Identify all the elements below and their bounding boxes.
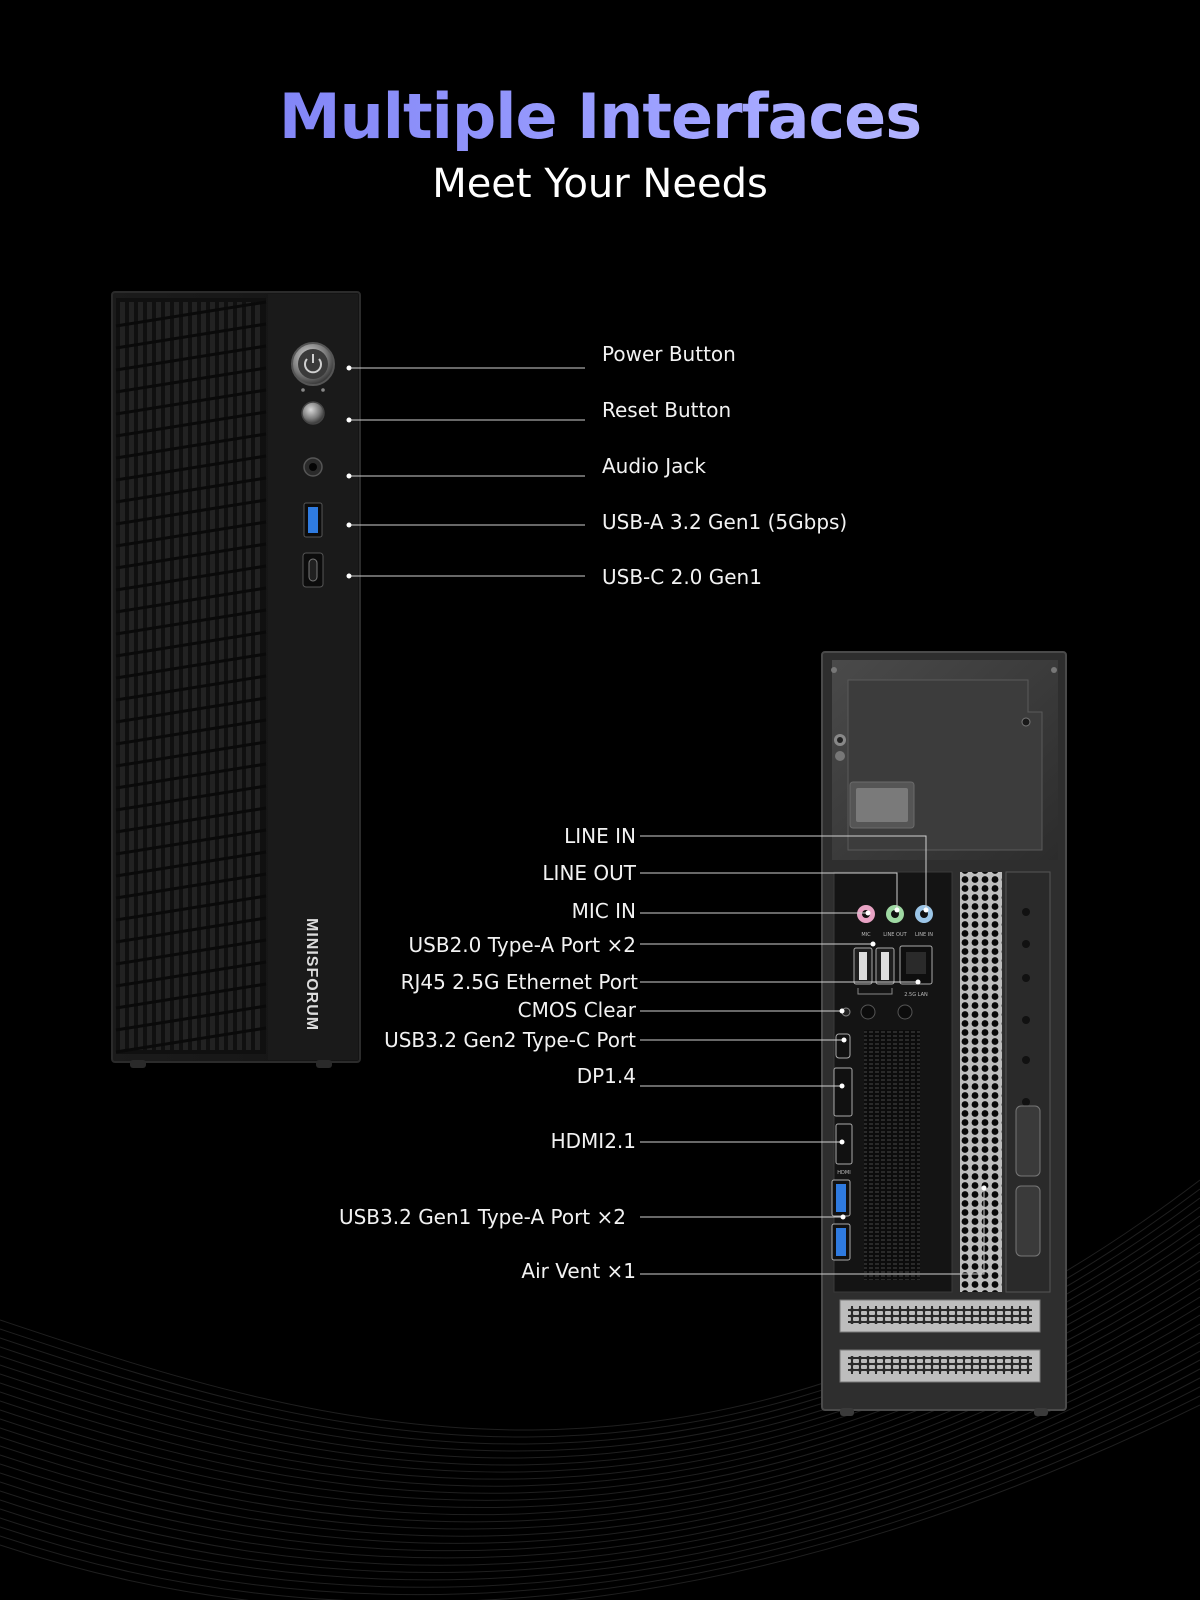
rear-pc-case: MIC LINE OUT LINE IN 2.5G LAN HDMI <box>821 651 1067 1416</box>
label-rj45-ethernet: RJ45 2.5G Ethernet Port <box>400 970 638 994</box>
front-pc-case: MINISFORUM <box>111 291 361 1068</box>
label-reset-button: Reset Button <box>602 398 732 422</box>
label-line-in: LINE IN <box>564 824 636 848</box>
usb-c-port-graphic <box>302 552 324 588</box>
usb-c-rear-graphic <box>835 1033 851 1059</box>
displayport-graphic <box>833 1067 853 1117</box>
power-button-graphic <box>291 342 335 392</box>
label-cmos-clear: CMOS Clear <box>517 998 636 1022</box>
label-usb-c-rear: USB3.2 Gen2 Type-C Port <box>384 1028 636 1052</box>
label-line-out: LINE OUT <box>542 861 636 885</box>
usb2-ports-graphic <box>853 947 895 995</box>
io-vent-graphic <box>864 1030 920 1280</box>
label-mic-in: MIC IN <box>571 899 636 923</box>
usb-a-port-graphic <box>303 502 323 538</box>
line-out-marking: LINE OUT <box>883 932 907 938</box>
mic-marking: MIC <box>861 932 871 938</box>
label-hdmi: HDMI2.1 <box>550 1129 636 1153</box>
hdmi-port-graphic <box>835 1123 853 1165</box>
page-subtitle: Meet Your Needs <box>432 161 768 207</box>
label-displayport: DP1.4 <box>576 1064 636 1088</box>
label-audio-jack: Audio Jack <box>602 454 706 478</box>
cmos-clear-graphic <box>841 1007 851 1017</box>
label-power-button: Power Button <box>602 342 736 366</box>
air-vent-graphic <box>960 872 1002 1292</box>
audio-jack-graphic <box>303 457 323 477</box>
front-air-vent <box>115 300 267 1054</box>
label-usb-c-front: USB-C 2.0 Gen1 <box>602 565 762 589</box>
brand-logo: MINISFORUM <box>303 918 320 1031</box>
lan-marking: 2.5G LAN <box>904 992 928 998</box>
hdmi-marking: HDMI <box>837 1170 850 1176</box>
audio-jacks-graphic: MIC LINE OUT LINE IN <box>857 905 933 938</box>
label-usb2-ports: USB2.0 Type-A Port ×2 <box>408 933 636 957</box>
label-air-vent: Air Vent ×1 <box>521 1259 636 1283</box>
page-title: Multiple Interfaces <box>0 80 1200 153</box>
label-usb3-ports: USB3.2 Gen1 Type-A Port ×2 <box>338 1205 626 1229</box>
line-in-marking: LINE IN <box>915 932 933 938</box>
label-usb-a-front: USB-A 3.2 Gen1 (5Gbps) <box>602 510 848 534</box>
reset-button-graphic <box>301 401 325 425</box>
